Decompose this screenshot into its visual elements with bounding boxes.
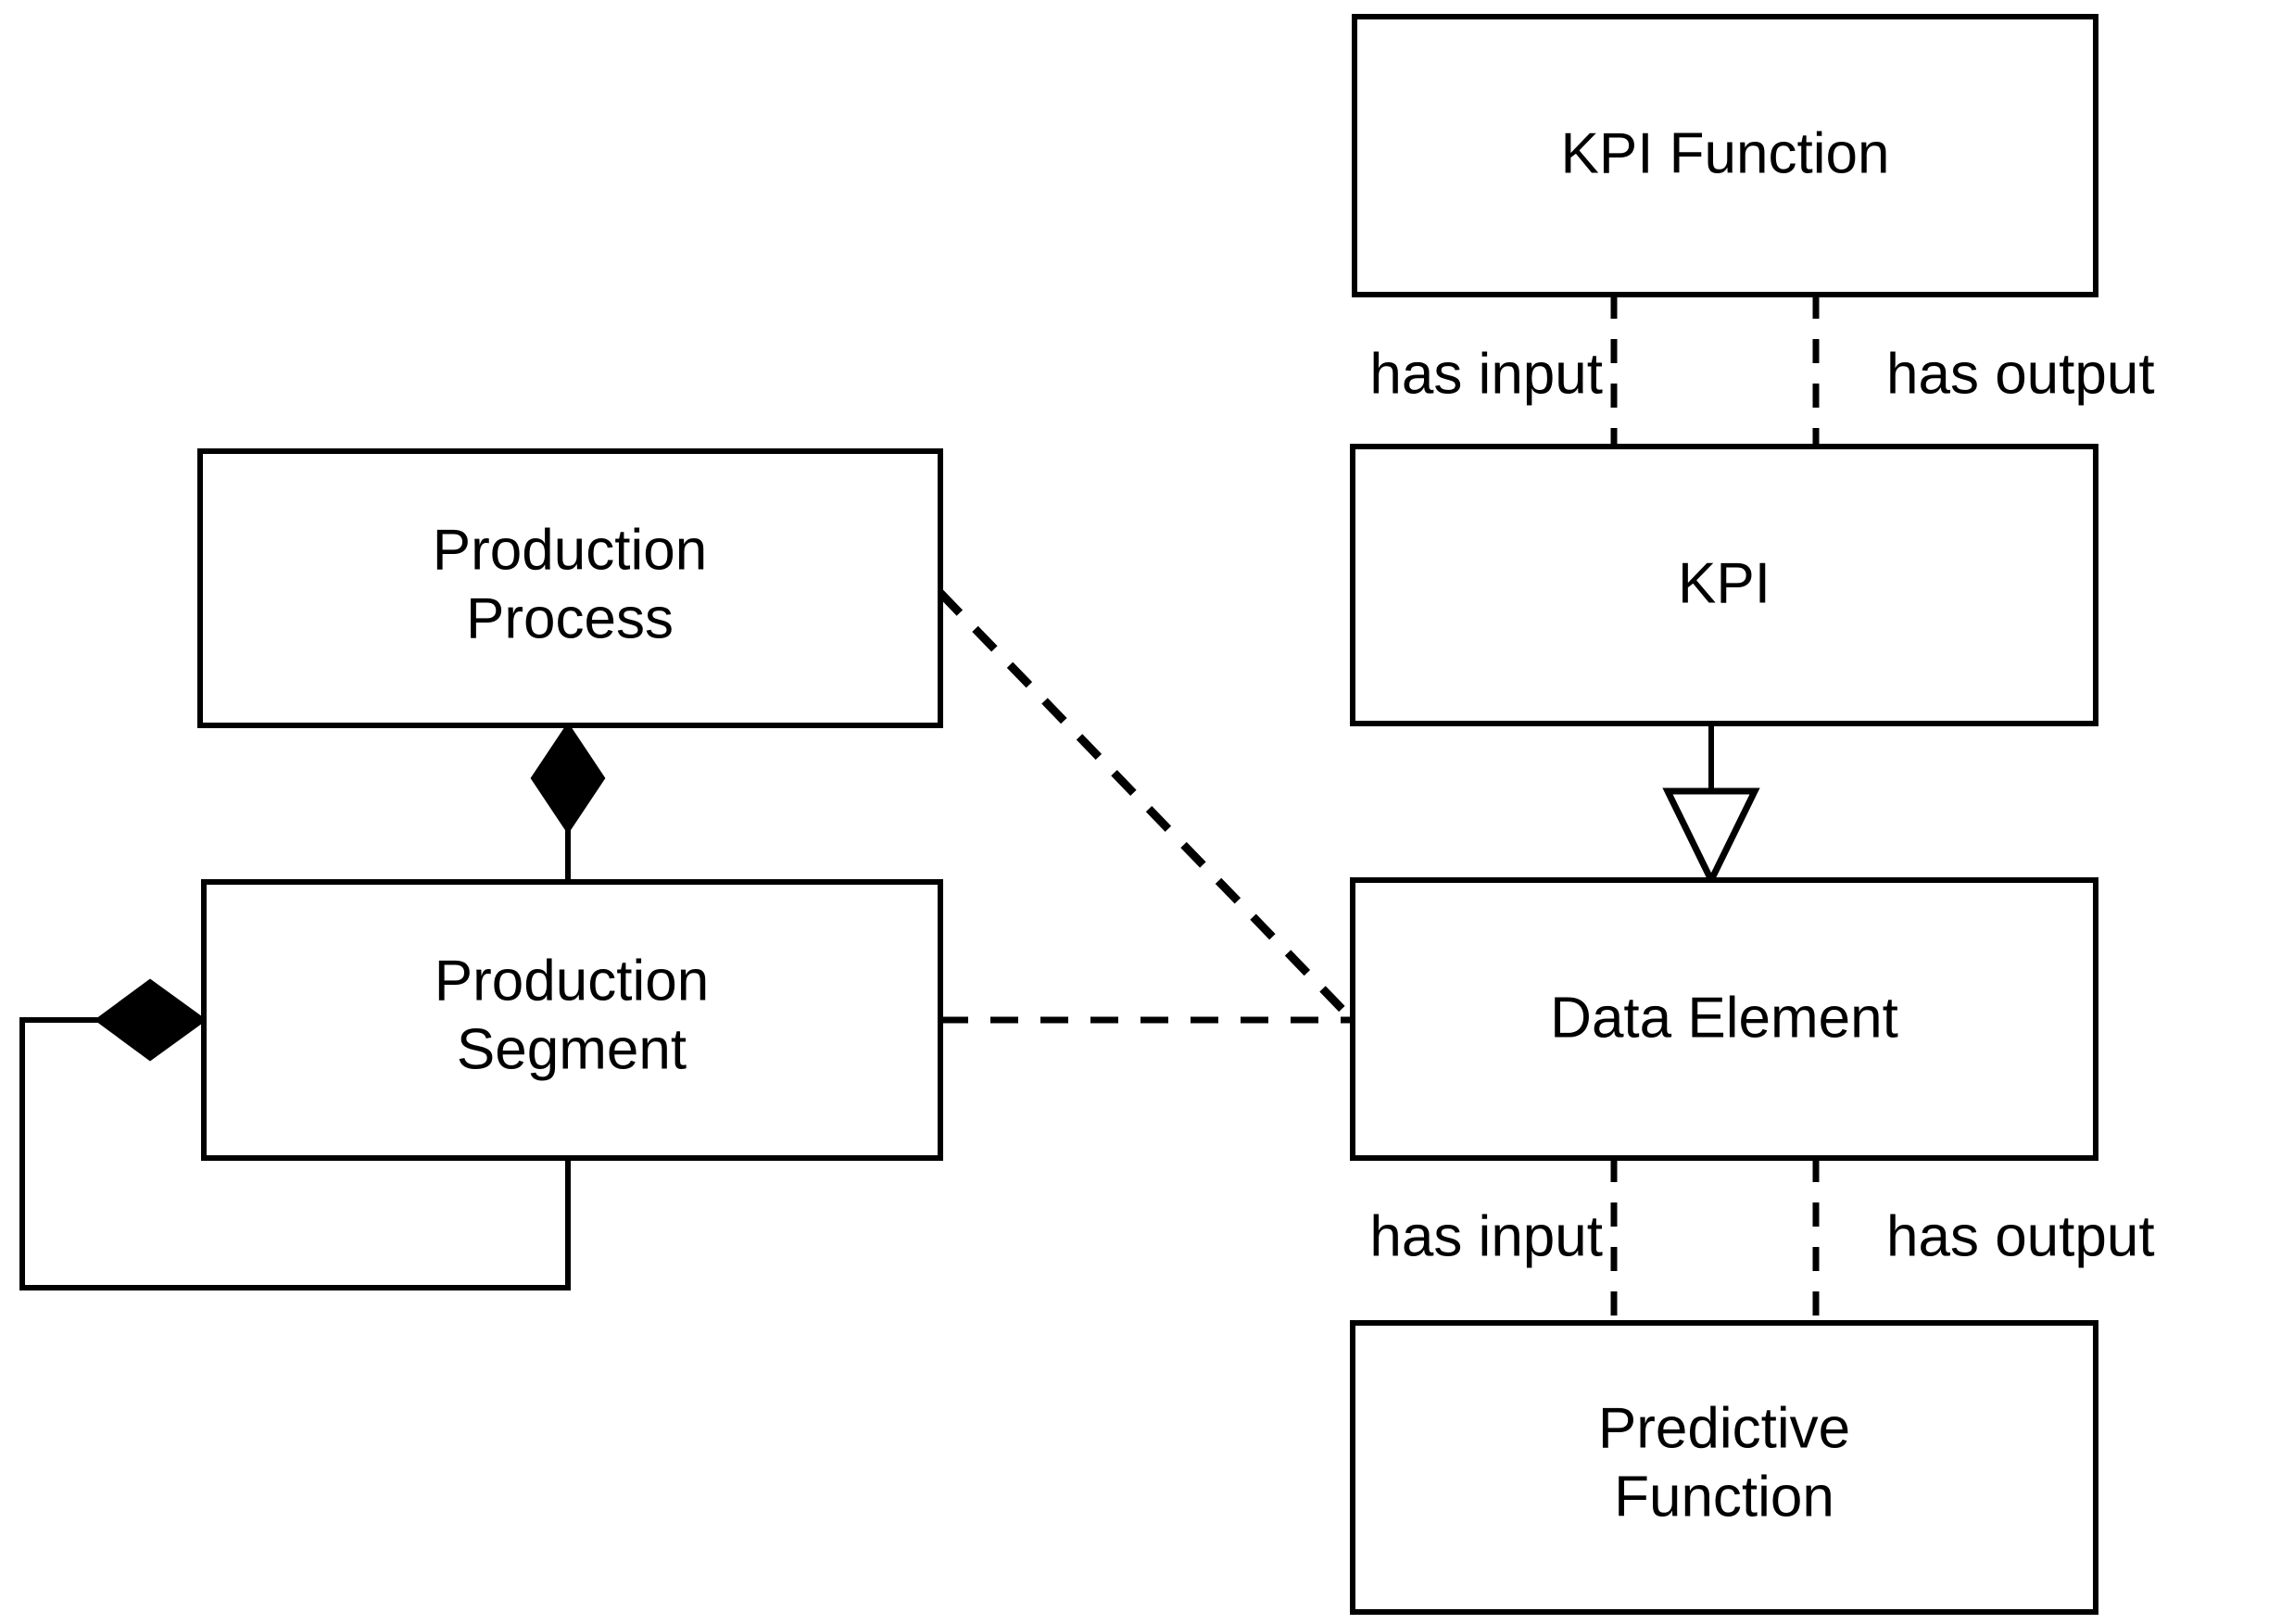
connector-segment-self-loop (19, 1017, 571, 1290)
class-box-predictive-function-label-line2: Function (1614, 1465, 1834, 1529)
class-box-production-process-label-line1: Production (433, 518, 707, 582)
class-box-production-segment-rect[interactable] (201, 879, 943, 1161)
generalization-triangle-icon (1662, 787, 1760, 888)
class-box-data-element-rect[interactable] (1350, 877, 2098, 1161)
composition-diamond-icon (530, 722, 606, 835)
class-box-kpi-function-rect[interactable] (1352, 14, 2098, 297)
class-box-kpi-label: KPI (1678, 551, 1771, 615)
class-box-production-segment-label-line1: Production (435, 949, 709, 1013)
class-box-kpi-function[interactable]: KPI Function (1352, 14, 2098, 297)
class-box-kpi[interactable]: KPI (1350, 444, 2098, 726)
class-box-predictive-function[interactable]: Predictive Function (1350, 1320, 2098, 1615)
class-box-kpi-function-label: KPI Function (1561, 121, 1890, 185)
class-box-predictive-function-label-line1: Predictive (1598, 1396, 1850, 1460)
class-box-production-process-label-line2: Process (466, 586, 674, 650)
composition-diamond-self-icon (94, 978, 208, 1062)
edge-label-predictive-function-has-input: has input (1369, 1204, 1603, 1268)
class-box-production-segment[interactable]: Production Segment (201, 879, 943, 1161)
edge-label-kpi-function-has-output: has output (1886, 342, 2155, 406)
class-box-data-element[interactable]: Data Element (1350, 877, 2098, 1161)
edge-label-kpi-function-has-input: has input (1369, 342, 1603, 406)
class-box-data-element-label: Data Element (1550, 986, 1898, 1050)
class-box-production-process[interactable]: Production Process (197, 448, 943, 728)
class-box-kpi-rect[interactable] (1350, 444, 2098, 726)
connector-process-to-data-element (937, 589, 1356, 1024)
class-box-predictive-function-rect[interactable] (1350, 1320, 2098, 1615)
class-box-production-segment-label-line2: Segment (457, 1017, 687, 1081)
class-box-production-process-rect[interactable] (197, 448, 943, 728)
edge-label-predictive-function-has-output: has output (1886, 1204, 2155, 1268)
